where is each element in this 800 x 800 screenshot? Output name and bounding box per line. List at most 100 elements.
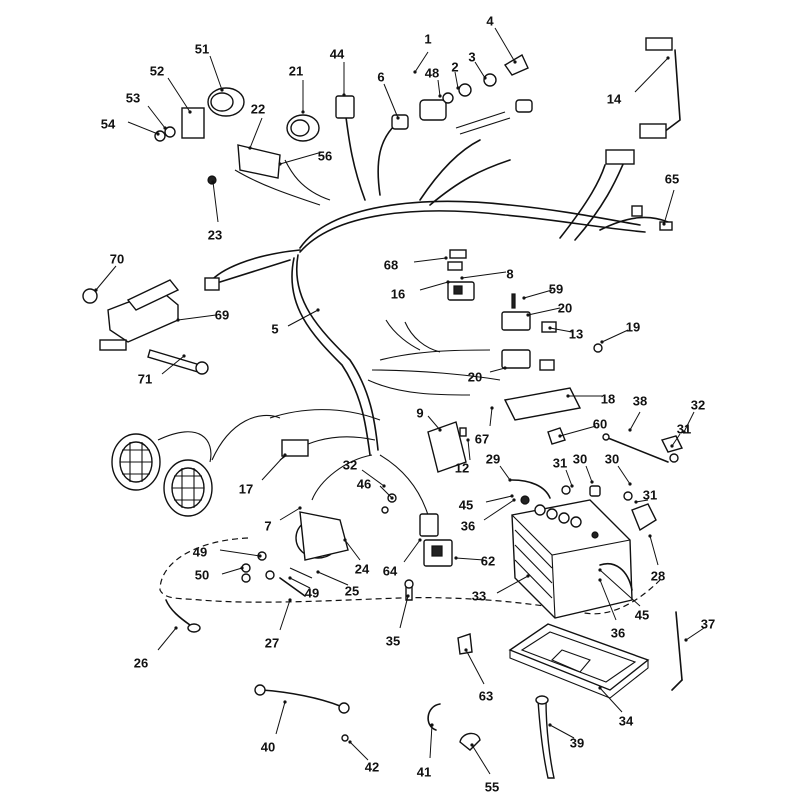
leader-arrow-c32b bbox=[682, 430, 686, 434]
leader-arrow-c50 bbox=[240, 566, 244, 570]
leader-line-c51 bbox=[209, 55, 223, 91]
callout-label-c14: 14 bbox=[607, 91, 622, 106]
leader-arrow-c32a bbox=[382, 484, 386, 488]
callout-label-c9: 9 bbox=[416, 405, 423, 420]
callout-label-c3: 3 bbox=[468, 49, 475, 64]
callout-label-c63: 63 bbox=[479, 688, 493, 703]
leader-line-c34 bbox=[599, 687, 623, 713]
callout-label-c30a: 30 bbox=[573, 451, 587, 466]
leader-line-c50 bbox=[221, 567, 243, 575]
leader-line-c1 bbox=[414, 51, 429, 73]
callout-label-c59: 59 bbox=[549, 281, 563, 296]
leader-line-c46 bbox=[379, 485, 393, 499]
callout-label-c49a: 49 bbox=[193, 544, 207, 559]
callout-label-c49b: 49 bbox=[305, 585, 319, 600]
leader-arrow-c25 bbox=[316, 570, 320, 574]
leader-line-c5 bbox=[287, 309, 319, 327]
ammeter-gauge bbox=[237, 114, 320, 179]
leader-arrow-c48 bbox=[438, 94, 442, 98]
leader-arrow-c52 bbox=[188, 110, 192, 114]
leader-arrow-c3 bbox=[483, 76, 487, 80]
callout-label-c65: 65 bbox=[665, 171, 679, 186]
leader-arrow-c24 bbox=[343, 538, 347, 542]
leader-arrow-c6 bbox=[396, 116, 400, 120]
callout-label-c4: 4 bbox=[486, 13, 494, 28]
callout-label-c62: 62 bbox=[481, 553, 495, 568]
leader-arrow-c42 bbox=[348, 740, 352, 744]
leader-arrow-c4 bbox=[513, 60, 517, 64]
callout-label-c71: 71 bbox=[138, 371, 152, 386]
callout-label-c22: 22 bbox=[251, 101, 265, 116]
leader-arrow-c5 bbox=[316, 308, 320, 312]
leader-line-c20a bbox=[527, 307, 561, 316]
leader-line-c53 bbox=[147, 105, 166, 129]
leader-arrow-c36a bbox=[512, 498, 516, 502]
leader-line-c41 bbox=[429, 724, 433, 759]
leader-arrow-c18 bbox=[566, 394, 570, 398]
pto-switch bbox=[447, 249, 475, 301]
leader-line-c14 bbox=[634, 57, 669, 93]
bracket-18 bbox=[503, 343, 603, 445]
leader-line-c7 bbox=[279, 507, 301, 521]
leader-line-c35 bbox=[399, 595, 409, 629]
callout-label-c56: 56 bbox=[318, 148, 332, 163]
leader-line-c49b bbox=[289, 577, 311, 589]
relay-62 bbox=[419, 513, 453, 567]
leader-arrow-c55 bbox=[470, 743, 474, 747]
callout-label-c45a: 45 bbox=[459, 497, 473, 512]
leader-arrow-c45b bbox=[598, 568, 602, 572]
leader-arrow-c20b bbox=[503, 366, 507, 370]
leader-arrow-c53 bbox=[163, 126, 167, 130]
leader-arrow-c40 bbox=[283, 700, 287, 704]
callout-label-c45b: 45 bbox=[635, 607, 649, 622]
leader-line-c23 bbox=[212, 181, 219, 223]
leader-line-c54 bbox=[127, 121, 159, 135]
leader-arrow-c12 bbox=[466, 438, 470, 442]
battery bbox=[511, 495, 633, 619]
leader-line-c68 bbox=[413, 257, 447, 263]
leader-line-c56 bbox=[279, 151, 323, 165]
leader-arrow-c60 bbox=[558, 434, 562, 438]
callout-label-c54: 54 bbox=[101, 116, 116, 131]
callout-label-c34: 34 bbox=[619, 713, 634, 728]
leader-line-c16 bbox=[419, 281, 449, 291]
leader-arrow-c19 bbox=[600, 340, 604, 344]
leader-arrow-c8 bbox=[460, 276, 464, 280]
callout-label-c19: 19 bbox=[626, 319, 640, 334]
clip-41 bbox=[427, 703, 441, 731]
leader-line-c30b bbox=[617, 465, 631, 485]
leader-arrow-c20a bbox=[526, 313, 530, 317]
callout-label-c52: 52 bbox=[150, 63, 164, 78]
leader-arrow-c65 bbox=[662, 222, 666, 226]
leader-arrow-c16 bbox=[446, 280, 450, 284]
leader-arrow-c69 bbox=[176, 318, 180, 322]
callout-label-c5: 5 bbox=[271, 321, 278, 336]
leader-arrow-c49b bbox=[288, 576, 292, 580]
callout-label-c38: 38 bbox=[633, 393, 647, 408]
callout-label-c32a: 32 bbox=[343, 457, 357, 472]
leader-line-c32b bbox=[683, 411, 695, 433]
cable-26 bbox=[165, 599, 201, 633]
leader-arrow-c49a bbox=[258, 554, 262, 558]
headlight-left bbox=[111, 433, 161, 491]
callout-label-c20a: 20 bbox=[558, 300, 572, 315]
leader-line-c62 bbox=[455, 557, 485, 561]
leader-line-c17 bbox=[261, 454, 286, 481]
leader-arrow-c59 bbox=[522, 296, 526, 300]
leader-arrow-c1 bbox=[413, 70, 417, 74]
leader-line-c59 bbox=[523, 289, 553, 299]
leader-line-c28 bbox=[649, 535, 659, 566]
leader-arrow-c2 bbox=[456, 86, 460, 90]
seat-switch bbox=[82, 259, 291, 375]
leader-line-c36a bbox=[483, 499, 515, 521]
headlight-wires bbox=[157, 414, 309, 463]
leader-line-c24 bbox=[344, 539, 361, 561]
callout-label-c18: 18 bbox=[601, 391, 615, 406]
leader-arrow-c30a bbox=[590, 480, 594, 484]
leader-line-c33 bbox=[496, 575, 529, 594]
callout-label-c60: 60 bbox=[593, 416, 607, 431]
leader-line-c52 bbox=[167, 77, 191, 113]
callout-label-c29: 29 bbox=[486, 451, 500, 466]
callout-label-c12: 12 bbox=[455, 460, 469, 475]
